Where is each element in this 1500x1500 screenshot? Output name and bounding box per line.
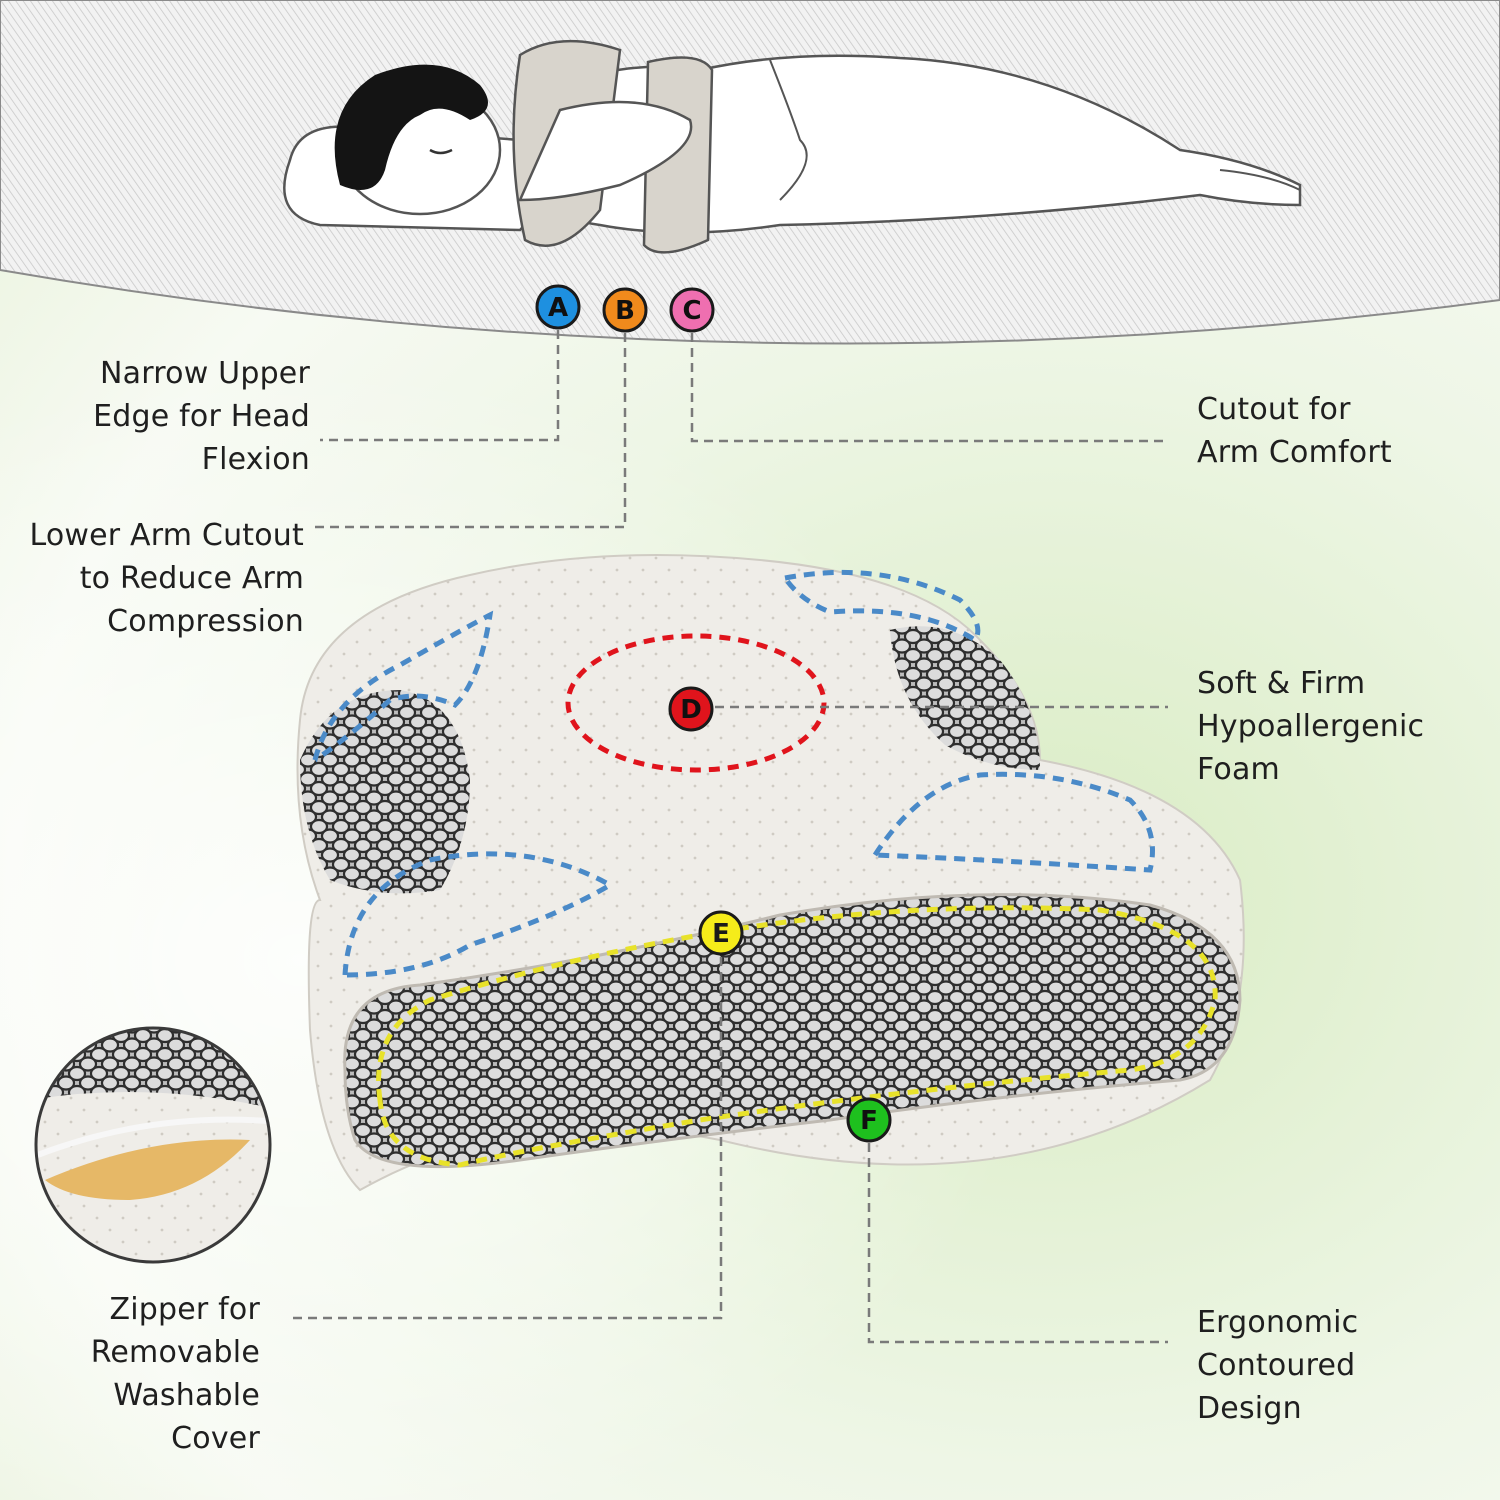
marker-circle xyxy=(602,287,648,333)
label-line: Arm Comfort xyxy=(1197,435,1392,470)
marker-letter: C xyxy=(682,296,701,326)
marker-circle xyxy=(535,284,581,330)
label-ergonomic-design: Ergonomic Contoured Design xyxy=(1197,1301,1477,1430)
marker-circle xyxy=(669,287,715,333)
marker-circle xyxy=(698,910,744,956)
label-zipper-cover: Zipper for Removable Washable Cover xyxy=(20,1288,260,1460)
label-line: Foam xyxy=(1197,752,1280,787)
marker-b: B xyxy=(602,287,648,333)
label-narrow-upper-edge: Narrow Upper Edge for Head Flexion xyxy=(40,352,310,481)
marker-c: C xyxy=(669,287,715,333)
label-line: Compression xyxy=(107,604,304,639)
feature-outlines xyxy=(312,569,1218,1168)
left-mesh-cutout xyxy=(300,690,470,894)
label-cutout-arm-comfort: Cutout for Arm Comfort xyxy=(1197,388,1487,474)
label-line: Ergonomic xyxy=(1197,1305,1359,1340)
label-line: Flexion xyxy=(201,442,310,477)
label-line: Edge for Head xyxy=(93,399,310,434)
marker-d: D xyxy=(668,686,714,732)
label-line: Cutout for xyxy=(1197,392,1351,427)
marker-letter: E xyxy=(712,919,730,949)
label-line: to Reduce Arm xyxy=(79,561,304,596)
hair xyxy=(334,64,488,190)
label-line: Zipper for xyxy=(109,1292,260,1327)
label-line: Cover xyxy=(171,1421,260,1456)
marker-f: F xyxy=(846,1097,892,1143)
label-line: Design xyxy=(1197,1391,1302,1426)
label-lower-arm-cutout: Lower Arm Cutout to Reduce Arm Compressi… xyxy=(10,514,304,643)
label-line: Lower Arm Cutout xyxy=(29,518,304,553)
marker-letter: F xyxy=(860,1106,878,1136)
label-soft-firm-foam: Soft & Firm Hypoallergenic Foam xyxy=(1197,662,1492,791)
label-line: Hypoallergenic xyxy=(1197,709,1425,744)
marker-circle xyxy=(846,1097,892,1143)
pillow-product xyxy=(296,554,1245,1192)
marker-letter: A xyxy=(548,293,568,323)
sleeping-person-illustration xyxy=(283,39,1302,254)
label-line: Washable xyxy=(113,1378,260,1413)
marker-e: E xyxy=(698,910,744,956)
marker-a: A xyxy=(535,284,581,330)
arm xyxy=(518,100,693,202)
marker-circle xyxy=(668,686,714,732)
leader-lines xyxy=(290,330,1168,1344)
label-line: Contoured xyxy=(1197,1348,1356,1383)
marker-letter: D xyxy=(680,695,702,725)
right-mesh-cutout xyxy=(890,626,1040,770)
label-line: Narrow Upper xyxy=(100,356,310,391)
marker-letter: B xyxy=(615,296,635,326)
label-line: Removable xyxy=(90,1335,260,1370)
label-line: Soft & Firm xyxy=(1197,666,1366,701)
